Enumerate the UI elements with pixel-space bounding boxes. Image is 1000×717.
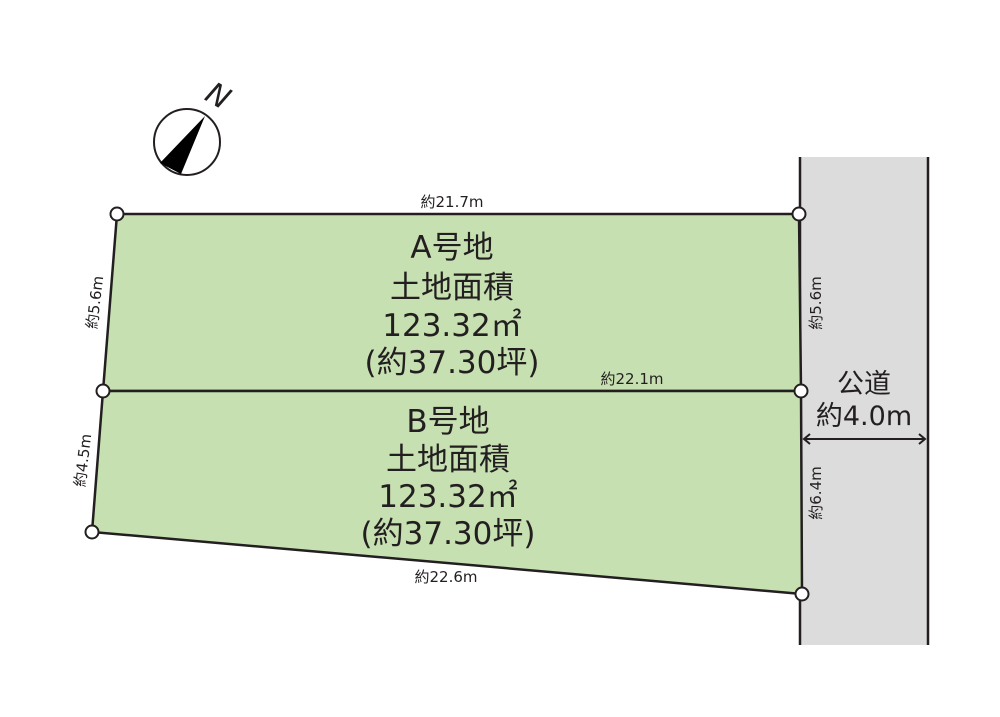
lot-b-tsubo: (約37.30坪) bbox=[361, 516, 536, 552]
dim-middle: 約22.1m bbox=[600, 370, 663, 388]
dim-a-left: 約5.6m bbox=[83, 275, 107, 330]
lot-a-name: A号地 bbox=[410, 230, 493, 266]
lot-b-area: 123.32㎡ bbox=[378, 479, 517, 515]
dim-a-right: 約5.6m bbox=[807, 276, 825, 329]
dim-b-left: 約4.5m bbox=[71, 433, 95, 488]
lot-a-tsubo: (約37.30坪) bbox=[365, 345, 540, 381]
dim-bottom: 約22.6m bbox=[414, 568, 477, 586]
north-label: N bbox=[199, 76, 236, 118]
dim-top: 約21.7m bbox=[420, 193, 483, 211]
dim-b-right: 約6.4m bbox=[807, 466, 825, 519]
public-road bbox=[800, 157, 928, 645]
road-width-arrow bbox=[802, 433, 927, 445]
road-label: 公道 bbox=[837, 369, 891, 400]
lot-a-area: 123.32㎡ bbox=[382, 308, 521, 344]
corner-markers bbox=[84, 206, 810, 602]
road-width: 約4.0m bbox=[816, 401, 912, 432]
lot-b-area-label: 土地面積 bbox=[386, 442, 510, 478]
lot-b-name: B号地 bbox=[406, 404, 489, 440]
lot-a-area-label: 土地面積 bbox=[390, 270, 514, 306]
north-arrow-icon: N bbox=[153, 76, 236, 176]
